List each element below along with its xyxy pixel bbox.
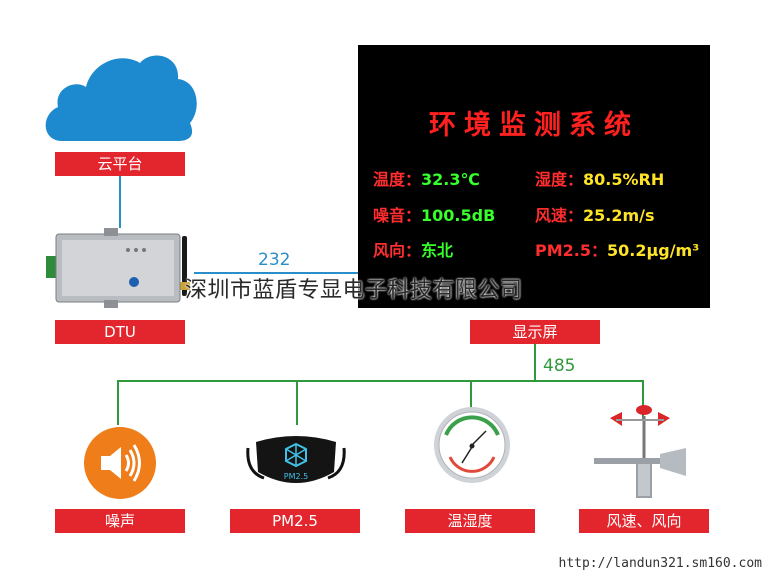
pm25-value: 50.2μg/m³ <box>607 241 700 260</box>
sensor-label-temp-humidity: 温湿度 <box>405 509 535 533</box>
dtu-label: DTU <box>55 320 185 344</box>
mask-icon: PM2.5 <box>246 436 346 483</box>
wind-speed-value: 25.2m/s <box>583 206 655 225</box>
humidity-reading: 湿度：80.5%RH <box>535 166 664 190</box>
cloud-dtu-link <box>119 176 121 228</box>
bus-horizontal <box>117 380 643 382</box>
dtu-screen-link <box>194 272 358 274</box>
temperature-key: 温度： <box>373 170 422 189</box>
noise-value: 100.5dB <box>421 206 496 225</box>
noise-reading: 噪音：100.5dB <box>373 202 495 226</box>
sensor-label-pm25: PM2.5 <box>230 509 360 533</box>
pm25-key: PM2.5： <box>535 241 607 260</box>
noise-key: 噪音： <box>373 206 422 225</box>
humidity-key: 湿度： <box>535 170 584 189</box>
sensor-label-noise: 噪声 <box>55 509 185 533</box>
anemometer-icon <box>594 405 686 498</box>
wind-speed-key: 风速： <box>535 206 584 225</box>
screen-title: 环境监测系统 <box>429 110 639 141</box>
company-watermark: 深圳市蓝盾专显电子科技有限公司 <box>185 278 523 303</box>
sensor-label-wind: 风速、风向 <box>579 509 709 533</box>
bus-drop-wind <box>642 380 644 420</box>
humidity-value: 80.5%RH <box>583 170 665 189</box>
cloud-platform-label: 云平台 <box>55 152 185 176</box>
mask-text: PM2.5 <box>284 472 308 481</box>
bus-drop-hygro <box>470 380 472 410</box>
dtu-device-icon <box>46 228 190 308</box>
rs485-label: 485 <box>543 356 576 376</box>
cloud-icon <box>45 55 197 141</box>
site-url: http://landun321.sm160.com <box>558 556 763 571</box>
display-screen: 环境监测系统 温度：32.3℃ 湿度：80.5%RH 噪音：100.5dB 风速… <box>358 45 710 308</box>
display-screen-label: 显示屏 <box>470 320 600 344</box>
wind-speed-reading: 风速：25.2m/s <box>535 202 655 226</box>
wind-direction-key: 风向： <box>373 241 422 260</box>
temperature-value: 32.3℃ <box>421 170 480 189</box>
wind-direction-value: 东北 <box>421 241 454 260</box>
temperature-reading: 温度：32.3℃ <box>373 166 480 190</box>
bus-drop-pm25 <box>296 380 298 425</box>
bus-drop-noise <box>117 380 119 425</box>
bus-vertical <box>534 344 536 381</box>
pm25-reading: PM2.5：50.2μg/m³ <box>535 237 699 261</box>
rs232-label: 232 <box>258 250 291 270</box>
wind-direction-reading: 风向：东北 <box>373 237 453 261</box>
hygrometer-icon <box>434 407 510 483</box>
speaker-icon <box>84 427 156 499</box>
